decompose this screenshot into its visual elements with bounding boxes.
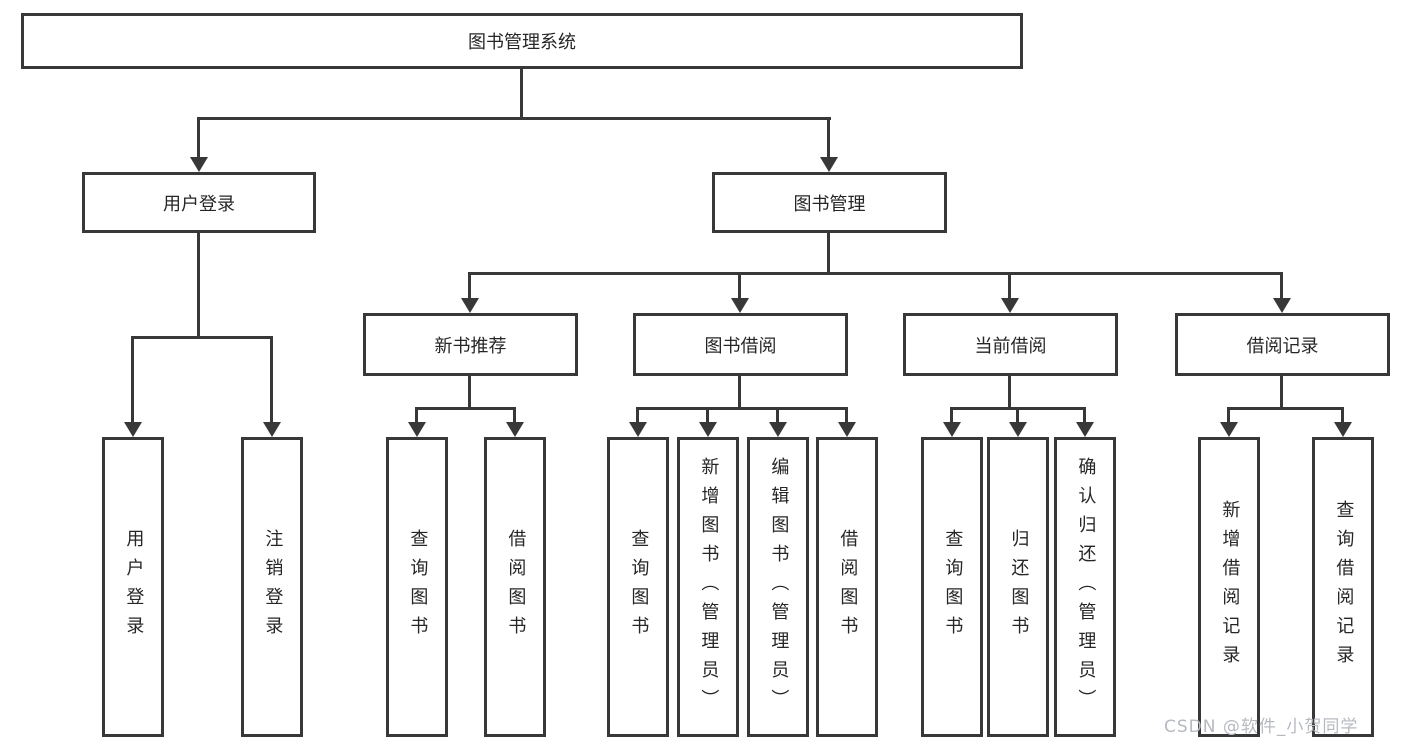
node-current-borrow: 当前借阅	[903, 313, 1118, 376]
arrowhead-book-mgmt	[820, 157, 838, 172]
leaf-label: 编辑图书（管理员）	[768, 456, 790, 718]
arrowhead-d1	[943, 422, 961, 437]
node-book-borrow: 图书借阅	[633, 313, 848, 376]
connector-groupE-branch	[1227, 407, 1344, 410]
connector-groupA-branch	[131, 336, 273, 339]
arrowhead-b2	[506, 422, 524, 437]
connector-drop-d3	[1083, 407, 1086, 422]
arrowhead-e1	[1220, 422, 1238, 437]
leaf-return-book: 归还图书	[987, 437, 1049, 737]
leaf-user-login: 用户登录	[102, 437, 164, 737]
connector-drop-a2	[270, 336, 273, 422]
arrowhead-d2	[1009, 422, 1027, 437]
connector-drop-c4	[845, 407, 848, 422]
connector-drop-c3	[776, 407, 779, 422]
leaf-label: 归还图书	[1008, 529, 1030, 645]
connector-drop-user-login	[197, 117, 200, 158]
arrowhead-c3	[769, 422, 787, 437]
leaf-edit-book-admin: 编辑图书（管理员）	[747, 437, 809, 737]
connector-drop-c2	[706, 407, 709, 422]
leaf-label: 确认归还（管理员）	[1075, 456, 1097, 718]
node-root: 图书管理系统	[21, 13, 1023, 69]
arrowhead-c4	[838, 422, 856, 437]
connector-drop-d2	[1016, 407, 1019, 422]
connector-user-login-stem	[197, 233, 200, 336]
connector-groupC-branch	[636, 407, 848, 410]
connector-drop-c1	[636, 407, 639, 422]
leaf-confirm-return-admin: 确认归还（管理员）	[1054, 437, 1116, 737]
connector-root-stem	[520, 68, 523, 117]
connector-book-mgmt-stem	[827, 233, 830, 272]
arrowhead-c1	[629, 422, 647, 437]
arrowhead-user-login	[190, 157, 208, 172]
leaf-label: 新增借阅记录	[1219, 500, 1241, 674]
connector-drop-e1	[1227, 407, 1230, 422]
leaf-query-book-3: 查询图书	[921, 437, 983, 737]
connector-book-borrow-stem	[738, 376, 741, 407]
connector-current-borrow-stem	[1008, 376, 1011, 407]
connector-drop-new-book-rec	[468, 272, 471, 298]
leaf-label: 注销登录	[262, 529, 284, 645]
arrowhead-b1	[408, 422, 426, 437]
leaf-label: 新增图书（管理员）	[698, 456, 720, 718]
leaf-borrow-book-2: 借阅图书	[816, 437, 878, 737]
leaf-logout: 注销登录	[241, 437, 303, 737]
connector-drop-current-borrow	[1008, 272, 1011, 298]
connector-drop-e2	[1341, 407, 1344, 422]
leaf-label: 查询借阅记录	[1333, 500, 1355, 674]
arrowhead-c2	[699, 422, 717, 437]
connector-drop-book-borrow	[738, 272, 741, 298]
leaf-label: 查询图书	[407, 529, 429, 645]
connector-drop-borrow-records	[1280, 272, 1283, 298]
node-book-mgmt: 图书管理	[712, 172, 947, 233]
leaf-add-borrow-record: 新增借阅记录	[1198, 437, 1260, 737]
arrowhead-new-book-rec	[461, 298, 479, 313]
connector-drop-a1	[131, 336, 134, 422]
connector-new-book-rec-stem	[468, 376, 471, 407]
connector-level3-branch	[468, 272, 1283, 275]
arrowhead-current-borrow	[1001, 298, 1019, 313]
arrowhead-a2	[263, 422, 281, 437]
leaf-add-book-admin: 新增图书（管理员）	[677, 437, 739, 737]
node-user-login: 用户登录	[82, 172, 316, 233]
connector-drop-d1	[950, 407, 953, 422]
leaf-query-borrow-record: 查询借阅记录	[1312, 437, 1374, 737]
arrowhead-d3	[1076, 422, 1094, 437]
connector-level2-branch	[197, 117, 831, 120]
node-new-book-rec: 新书推荐	[363, 313, 578, 376]
connector-groupB-branch	[415, 407, 516, 410]
arrowhead-book-borrow	[731, 298, 749, 313]
leaf-query-book-2: 查询图书	[607, 437, 669, 737]
leaf-query-book-1: 查询图书	[386, 437, 448, 737]
csdn-watermark: CSDN @软件_小贺同学	[1164, 717, 1359, 737]
leaf-label: 用户登录	[123, 529, 145, 645]
leaf-borrow-book-1: 借阅图书	[484, 437, 546, 737]
connector-drop-book-mgmt	[827, 117, 830, 158]
arrowhead-borrow-records	[1273, 298, 1291, 313]
leaf-label: 查询图书	[942, 529, 964, 645]
arrowhead-e2	[1334, 422, 1352, 437]
connector-borrow-records-stem	[1280, 376, 1283, 407]
leaf-label: 借阅图书	[837, 529, 859, 645]
arrowhead-a1	[124, 422, 142, 437]
connector-drop-b2	[513, 407, 516, 422]
leaf-label: 借阅图书	[505, 529, 527, 645]
leaf-label: 查询图书	[628, 529, 650, 645]
node-borrow-records: 借阅记录	[1175, 313, 1390, 376]
connector-drop-b1	[415, 407, 418, 422]
